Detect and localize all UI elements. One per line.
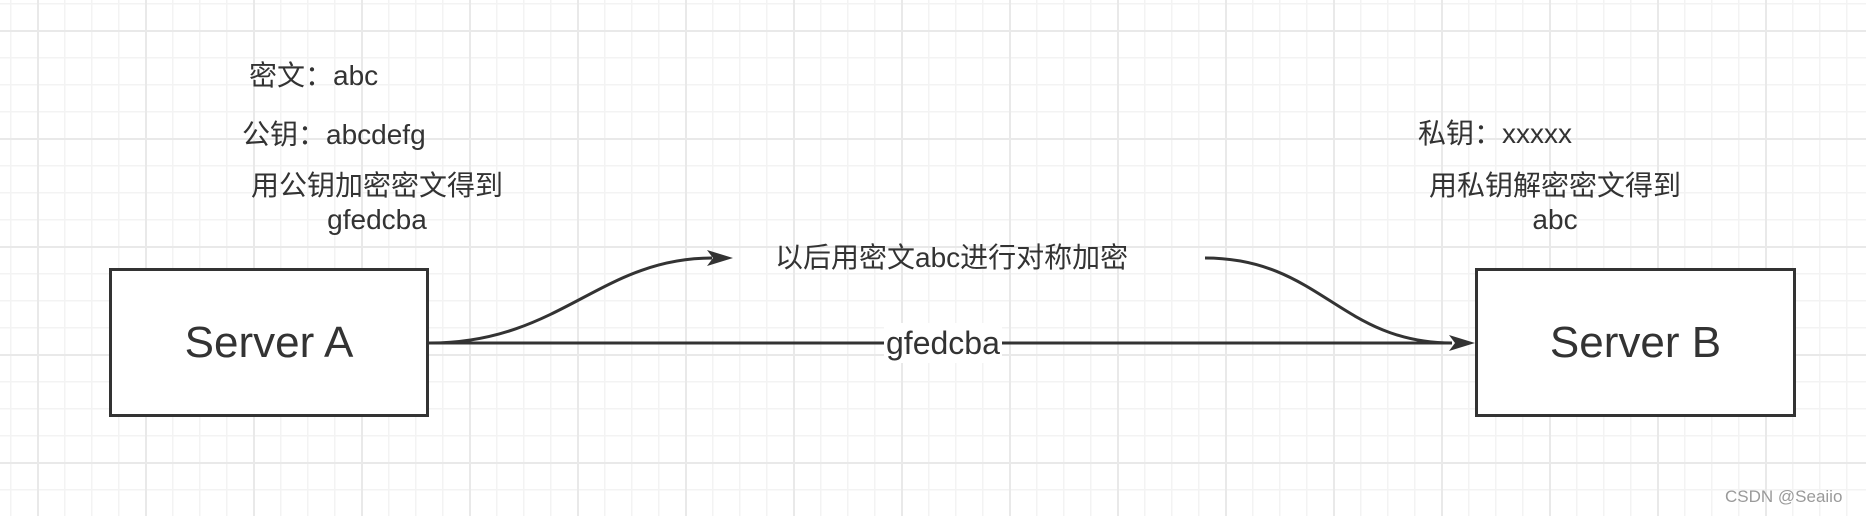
server-a-label: Server A: [184, 317, 354, 367]
server-b-node[interactable]: Server B: [1475, 268, 1796, 417]
encrypt-description-line1: 用公钥加密密文得到: [250, 170, 503, 201]
private-key-label: 私钥：xxxxx: [1418, 118, 1573, 149]
curved-connector-left[interactable]: [429, 256, 713, 345]
encrypt-description: 用公钥加密密文得到 gfedcba: [238, 169, 516, 237]
curved-connector-arrowhead-icon: [707, 250, 733, 266]
server-b-label: Server B: [1549, 317, 1722, 367]
curved-connector-right[interactable]: [1204, 256, 1453, 345]
decrypt-description-line1: 用私钥解密密文得到: [1428, 170, 1681, 201]
direct-connector-label: gfedcba: [884, 323, 1002, 363]
watermark: CSDN @Seaiio: [1725, 487, 1843, 506]
decrypt-description: 用私钥解密密文得到 abc: [1416, 169, 1694, 237]
decrypt-description-line2: abc: [1532, 204, 1578, 235]
ciphertext-label: 密文：abc: [249, 60, 379, 91]
public-key-label: 公钥：abcdefg: [242, 119, 426, 150]
encrypt-description-line2: gfedcba: [327, 204, 427, 235]
curved-connector-label: 以后用密文abc进行对称加密: [775, 242, 1129, 273]
direct-connector-arrowhead-icon: [1449, 335, 1475, 351]
server-a-node[interactable]: Server A: [109, 268, 429, 417]
